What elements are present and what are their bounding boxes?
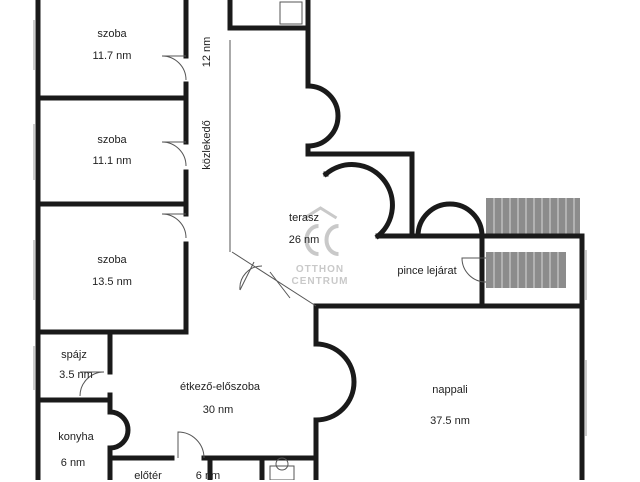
room-area-konyha: 6 nm [60, 457, 86, 469]
stairs-upper [486, 198, 580, 236]
room-area-terasz: 26 nm [288, 234, 320, 246]
watermark-line1: OTTHON [295, 264, 345, 275]
room-name-szoba-2: szoba [97, 134, 127, 146]
corridor-area: 12 nm [201, 36, 213, 68]
watermark-logo: OTTHON CENTRUM [292, 204, 349, 288]
room-name-nappali: nappali [432, 384, 468, 396]
room-area-eloter: 6 nm [195, 470, 221, 482]
room-name-terasz: terasz [289, 212, 319, 224]
cellar-entrance-label: pince lejárat [397, 265, 457, 277]
room-name-konyha: konyha [58, 431, 94, 443]
room-name-eloter: előtér [134, 470, 162, 482]
corridor-name: közlekedő [201, 120, 213, 170]
room-area-szoba-2: 11.1 nm [92, 155, 132, 167]
room-area-szoba-3: 13.5 nm [92, 276, 132, 288]
otthon-centrum-logo-icon [303, 206, 339, 256]
room-area-spajz: 3.5 nm [59, 369, 93, 381]
room-name-spajz: spájz [61, 349, 87, 361]
room-name-etkezo: étkező-előszoba [179, 381, 261, 393]
room-name-szoba-3: szoba [97, 254, 127, 266]
room-area-nappali: 37.5 nm [430, 415, 470, 427]
room-area-etkezo: 30 nm [202, 404, 234, 416]
watermark-line2: CENTRUM [291, 276, 349, 287]
room-name-szoba-1: szoba [97, 28, 127, 40]
room-area-szoba-1: 11.7 nm [92, 50, 132, 62]
stairs-cellar [486, 252, 566, 288]
